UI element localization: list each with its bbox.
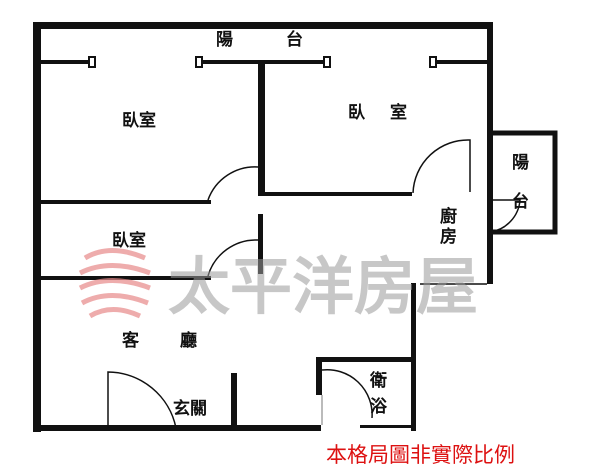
entrance-label: 玄關	[173, 398, 207, 419]
bedroom1-label: 臥室	[122, 110, 156, 131]
watermark: 太平洋房屋	[78, 248, 478, 323]
bath-left-wall	[316, 357, 322, 395]
balcony-railing	[41, 56, 487, 68]
entrance-wall	[231, 373, 237, 431]
room-labels: 陽 台 臥室 臥 室 臥室 陽 台 廚 房 客 廳 衛 浴 玄關	[112, 29, 529, 419]
doors-windows	[107, 139, 521, 429]
kitchen-label: 廚	[440, 206, 457, 227]
side-balcony-label: 陽	[512, 153, 529, 173]
left-wall	[33, 22, 41, 432]
bottom-wall-bath	[360, 425, 416, 428]
bedroom2-door	[412, 139, 471, 194]
watermark-logo	[78, 248, 151, 319]
bedroom2-bottom-wall	[262, 192, 412, 196]
top-wall	[33, 22, 493, 29]
bath-door	[321, 368, 373, 419]
entrance-door	[107, 371, 177, 429]
kitchen-label: 房	[440, 226, 457, 247]
bathroom-label: 衛	[369, 370, 387, 391]
bedroom3-label: 臥室	[112, 230, 146, 251]
bottom-wall	[33, 425, 321, 431]
bedroom2-label: 臥	[348, 103, 366, 123]
balcony-top-label: 陽	[216, 30, 233, 50]
disclaimer-text: 本格局圖非實際比例	[326, 443, 515, 467]
bedroom-divider-wall	[258, 62, 265, 196]
side-balcony-wall	[493, 130, 558, 235]
bedroom3-door	[207, 239, 259, 277]
right-wall	[487, 22, 493, 284]
watermark-text: 太平洋房屋	[168, 250, 478, 323]
bedroom3-side-wall	[258, 214, 263, 274]
side-balcony-label: 台	[512, 191, 529, 212]
balcony-door	[489, 199, 521, 233]
living-room-label: 客	[121, 330, 140, 351]
bedroom1-door	[207, 166, 259, 201]
bath-top-wall	[316, 357, 415, 362]
bedroom1-bottom-wall	[41, 200, 211, 204]
bedroom3-bottom-wall	[41, 276, 211, 280]
bathroom-label: 浴	[370, 396, 388, 417]
bedroom2-label: 室	[390, 102, 407, 123]
balcony-top-label: 台	[286, 29, 303, 50]
living-room-label: 廳	[180, 330, 197, 351]
walls	[33, 22, 558, 432]
